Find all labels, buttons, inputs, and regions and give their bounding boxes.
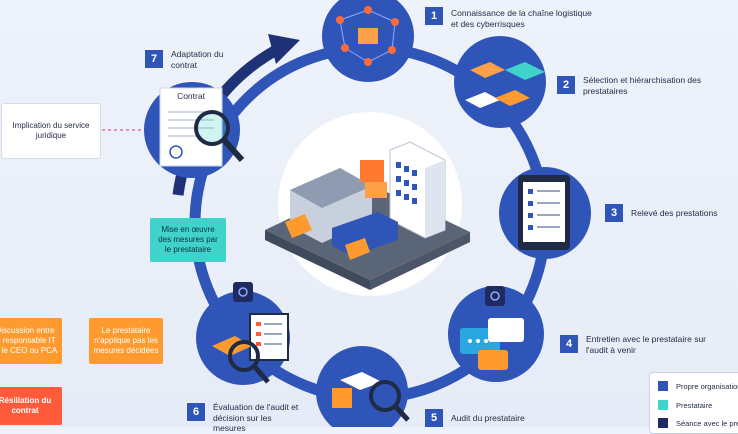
legend-swatch-icon — [658, 400, 668, 410]
step1-label: Connaissance de la chaîne logistique et … — [451, 8, 592, 29]
step3-label: Relevé des prestations — [631, 208, 718, 218]
step5-label: Audit du prestataire — [451, 413, 525, 423]
measures-implementation-box: Mise en œuvre des mesures par le prestat… — [150, 218, 226, 262]
meeting-icon-step4 — [485, 286, 505, 306]
legend-label: Propre organisation — [676, 381, 738, 391]
step4-label: Entretien avec le prestataire sur l'audi… — [586, 334, 707, 355]
step2-number: 2 — [557, 76, 575, 94]
legend: Propre organisation Prestataire Séance a… — [649, 372, 738, 434]
warehouse-illustration — [265, 141, 470, 290]
discussion-box: Discussion entre le responsable IT et le… — [0, 318, 62, 364]
cycle-arrow-head — [268, 34, 300, 64]
contract-label: Contrat — [177, 91, 205, 101]
meeting-icon — [658, 418, 668, 428]
step2-label: Sélection et hiérarchisation des prestat… — [583, 75, 702, 96]
legend-item-provider: Prestataire — [658, 400, 712, 410]
step3-number: 3 — [605, 204, 623, 222]
step2-node — [454, 36, 546, 128]
legal-department-box: Implication du service juridique — [1, 103, 101, 159]
legend-label: Séance avec le prestataire — [676, 418, 738, 428]
legend-item-own-organisation: Propre organisation — [658, 381, 738, 391]
step4-number: 4 — [560, 335, 578, 353]
step6-label: Évaluation de l'audit et décision sur le… — [213, 402, 299, 433]
step7-label: Adaptation du contrat — [171, 49, 224, 70]
legend-label: Prestataire — [676, 400, 713, 410]
legend-swatch-icon — [658, 381, 668, 391]
legend-item-meeting: Séance avec le prestataire — [658, 418, 738, 428]
step6-number: 6 — [187, 403, 205, 421]
step5-number: 5 — [425, 409, 443, 427]
measures-not-applied-box: Le prestataire n'applique pas les mesure… — [89, 318, 163, 364]
step1-number: 1 — [425, 7, 443, 25]
meeting-icon-step6 — [233, 282, 253, 302]
contract-termination-box: Résiliation du contrat — [0, 387, 62, 425]
step7-number: 7 — [145, 50, 163, 68]
